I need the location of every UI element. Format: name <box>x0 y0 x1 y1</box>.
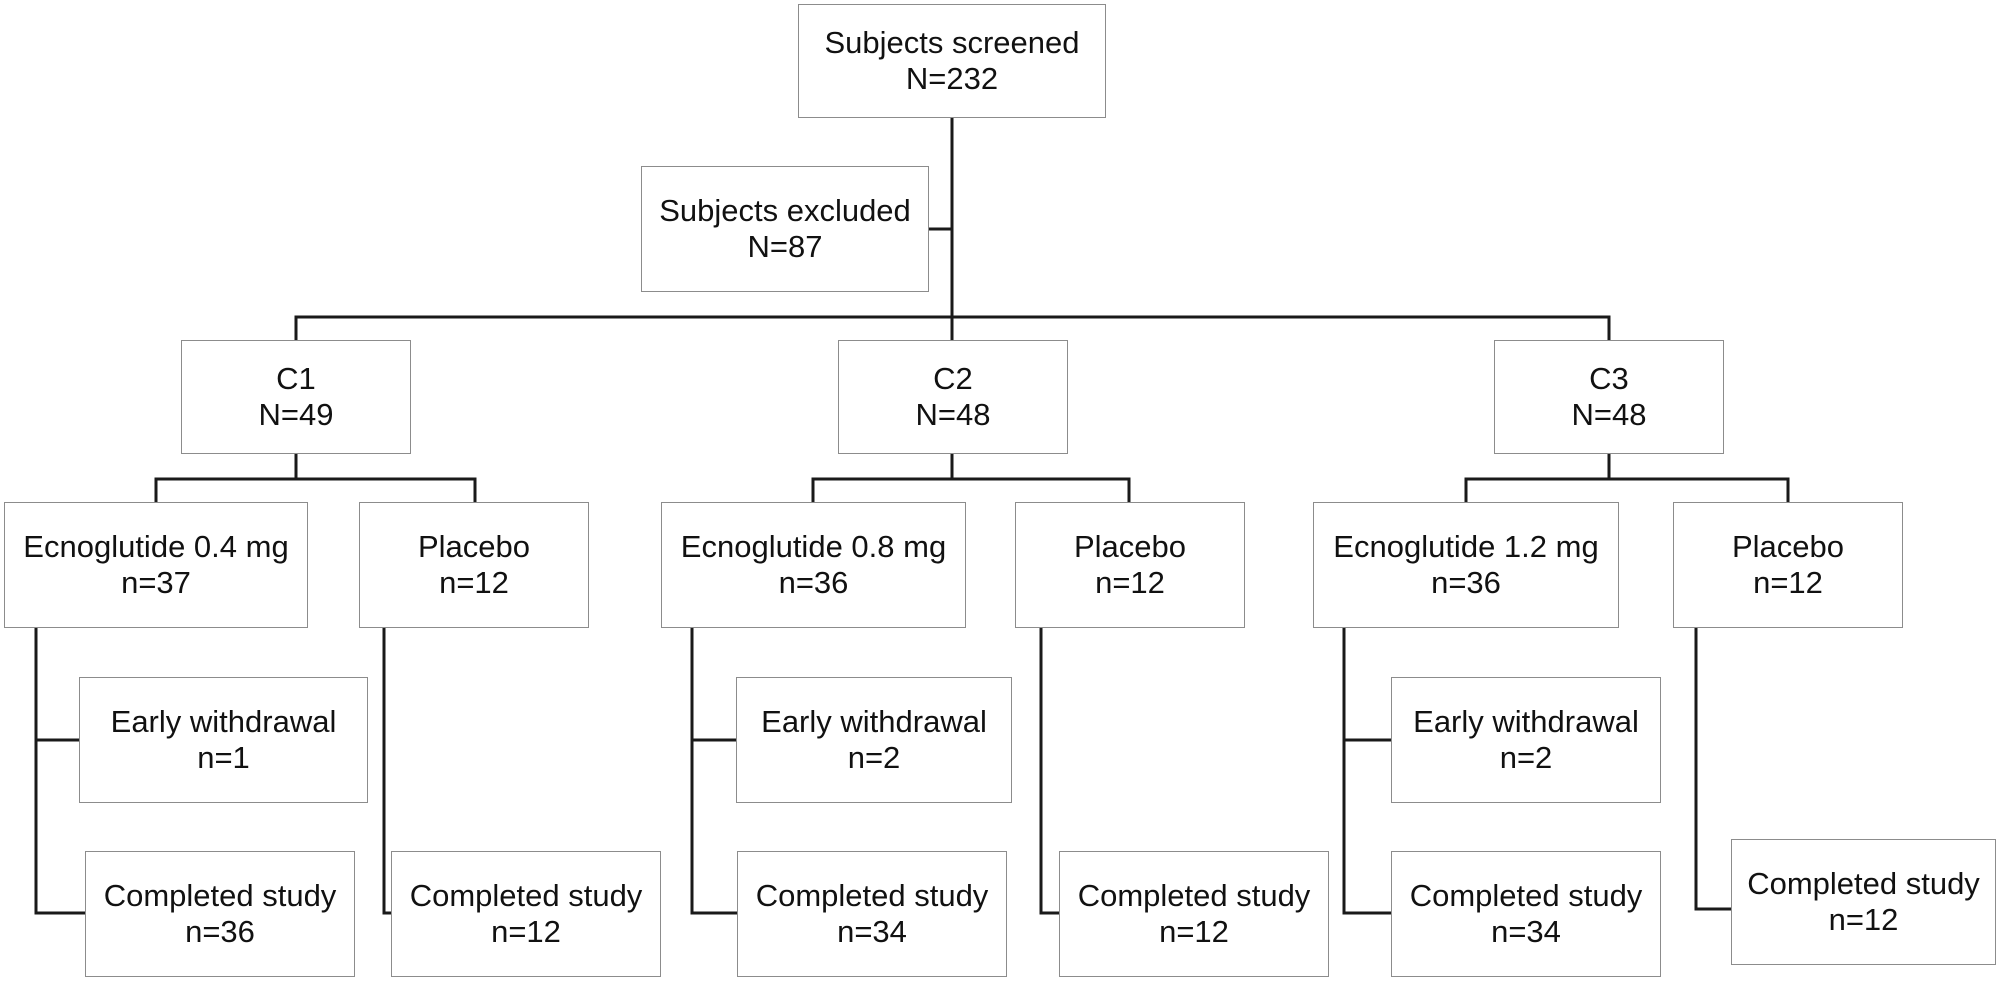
arm-title: Ecnoglutide 1.2 mg <box>1333 529 1599 564</box>
active-arm-box: Ecnoglutide 0.4 mg n=37 <box>4 502 308 628</box>
completed-active-box: Completed study n=34 <box>737 851 1007 977</box>
arm-count: n=12 <box>1753 565 1823 600</box>
completed-title: Completed study <box>1409 878 1643 913</box>
screened-count: N=232 <box>905 61 999 96</box>
arm-count: n=36 <box>778 565 849 600</box>
cohort-count: N=49 <box>258 397 334 432</box>
excluded-count: N=87 <box>747 229 823 264</box>
cohort-name: C2 <box>933 361 973 396</box>
withdrawal-box: Early withdrawal n=2 <box>1391 677 1661 803</box>
withdrawal-count: n=2 <box>847 740 901 775</box>
completed-count: n=12 <box>1159 914 1229 949</box>
completed-active-box: Completed study n=34 <box>1391 851 1661 977</box>
withdrawal-title: Early withdrawal <box>761 704 987 739</box>
arm-title: Placebo <box>1731 529 1845 564</box>
active-arm-box: Ecnoglutide 1.2 mg n=36 <box>1313 502 1619 628</box>
completed-title: Completed study <box>755 878 989 913</box>
completed-title: Completed study <box>409 878 643 913</box>
completed-count: n=12 <box>1828 902 1899 937</box>
completed-count: n=34 <box>1491 914 1561 949</box>
cohort-name: C1 <box>276 361 316 396</box>
placebo-arm-box: Placebo n=12 <box>1673 502 1903 628</box>
arm-title: Placebo <box>1073 529 1187 564</box>
excluded-box: Subjects excluded N=87 <box>641 166 929 292</box>
cohort-name: C3 <box>1589 361 1629 396</box>
completed-count: n=36 <box>185 914 255 949</box>
arm-count: n=36 <box>1431 565 1501 600</box>
arm-count: n=12 <box>1095 565 1165 600</box>
completed-title: Completed study <box>103 878 337 913</box>
screened-title: Subjects screened <box>824 25 1080 60</box>
completed-active-box: Completed study n=36 <box>85 851 355 977</box>
screened-box: Subjects screened N=232 <box>798 4 1106 118</box>
cohort-box-c3: C3 N=48 <box>1494 340 1724 454</box>
completed-count: n=12 <box>491 914 561 949</box>
completed-title: Completed study <box>1077 878 1311 913</box>
completed-count: n=34 <box>837 914 907 949</box>
cohort-box-c1: C1 N=49 <box>181 340 411 454</box>
withdrawal-box: Early withdrawal n=2 <box>736 677 1012 803</box>
arm-title: Ecnoglutide 0.8 mg <box>680 529 947 564</box>
completed-placebo-box: Completed study n=12 <box>391 851 661 977</box>
placebo-arm-box: Placebo n=12 <box>1015 502 1245 628</box>
withdrawal-title: Early withdrawal <box>110 704 337 739</box>
completed-placebo-box: Completed study n=12 <box>1731 839 1996 965</box>
cohort-count: N=48 <box>915 397 991 432</box>
cohort-box-c2: C2 N=48 <box>838 340 1068 454</box>
withdrawal-count: n=1 <box>197 740 250 775</box>
arm-count: n=37 <box>121 565 191 600</box>
active-arm-box: Ecnoglutide 0.8 mg n=36 <box>661 502 966 628</box>
completed-title: Completed study <box>1747 866 1980 901</box>
placebo-arm-box: Placebo n=12 <box>359 502 589 628</box>
arm-title: Placebo <box>417 529 531 564</box>
completed-placebo-box: Completed study n=12 <box>1059 851 1329 977</box>
withdrawal-title: Early withdrawal <box>1413 704 1639 739</box>
arm-count: n=12 <box>439 565 509 600</box>
excluded-title: Subjects excluded <box>659 193 911 228</box>
cohort-count: N=48 <box>1571 397 1647 432</box>
withdrawal-box: Early withdrawal n=1 <box>79 677 368 803</box>
arm-title: Ecnoglutide 0.4 mg <box>23 529 289 564</box>
withdrawal-count: n=2 <box>1499 740 1553 775</box>
